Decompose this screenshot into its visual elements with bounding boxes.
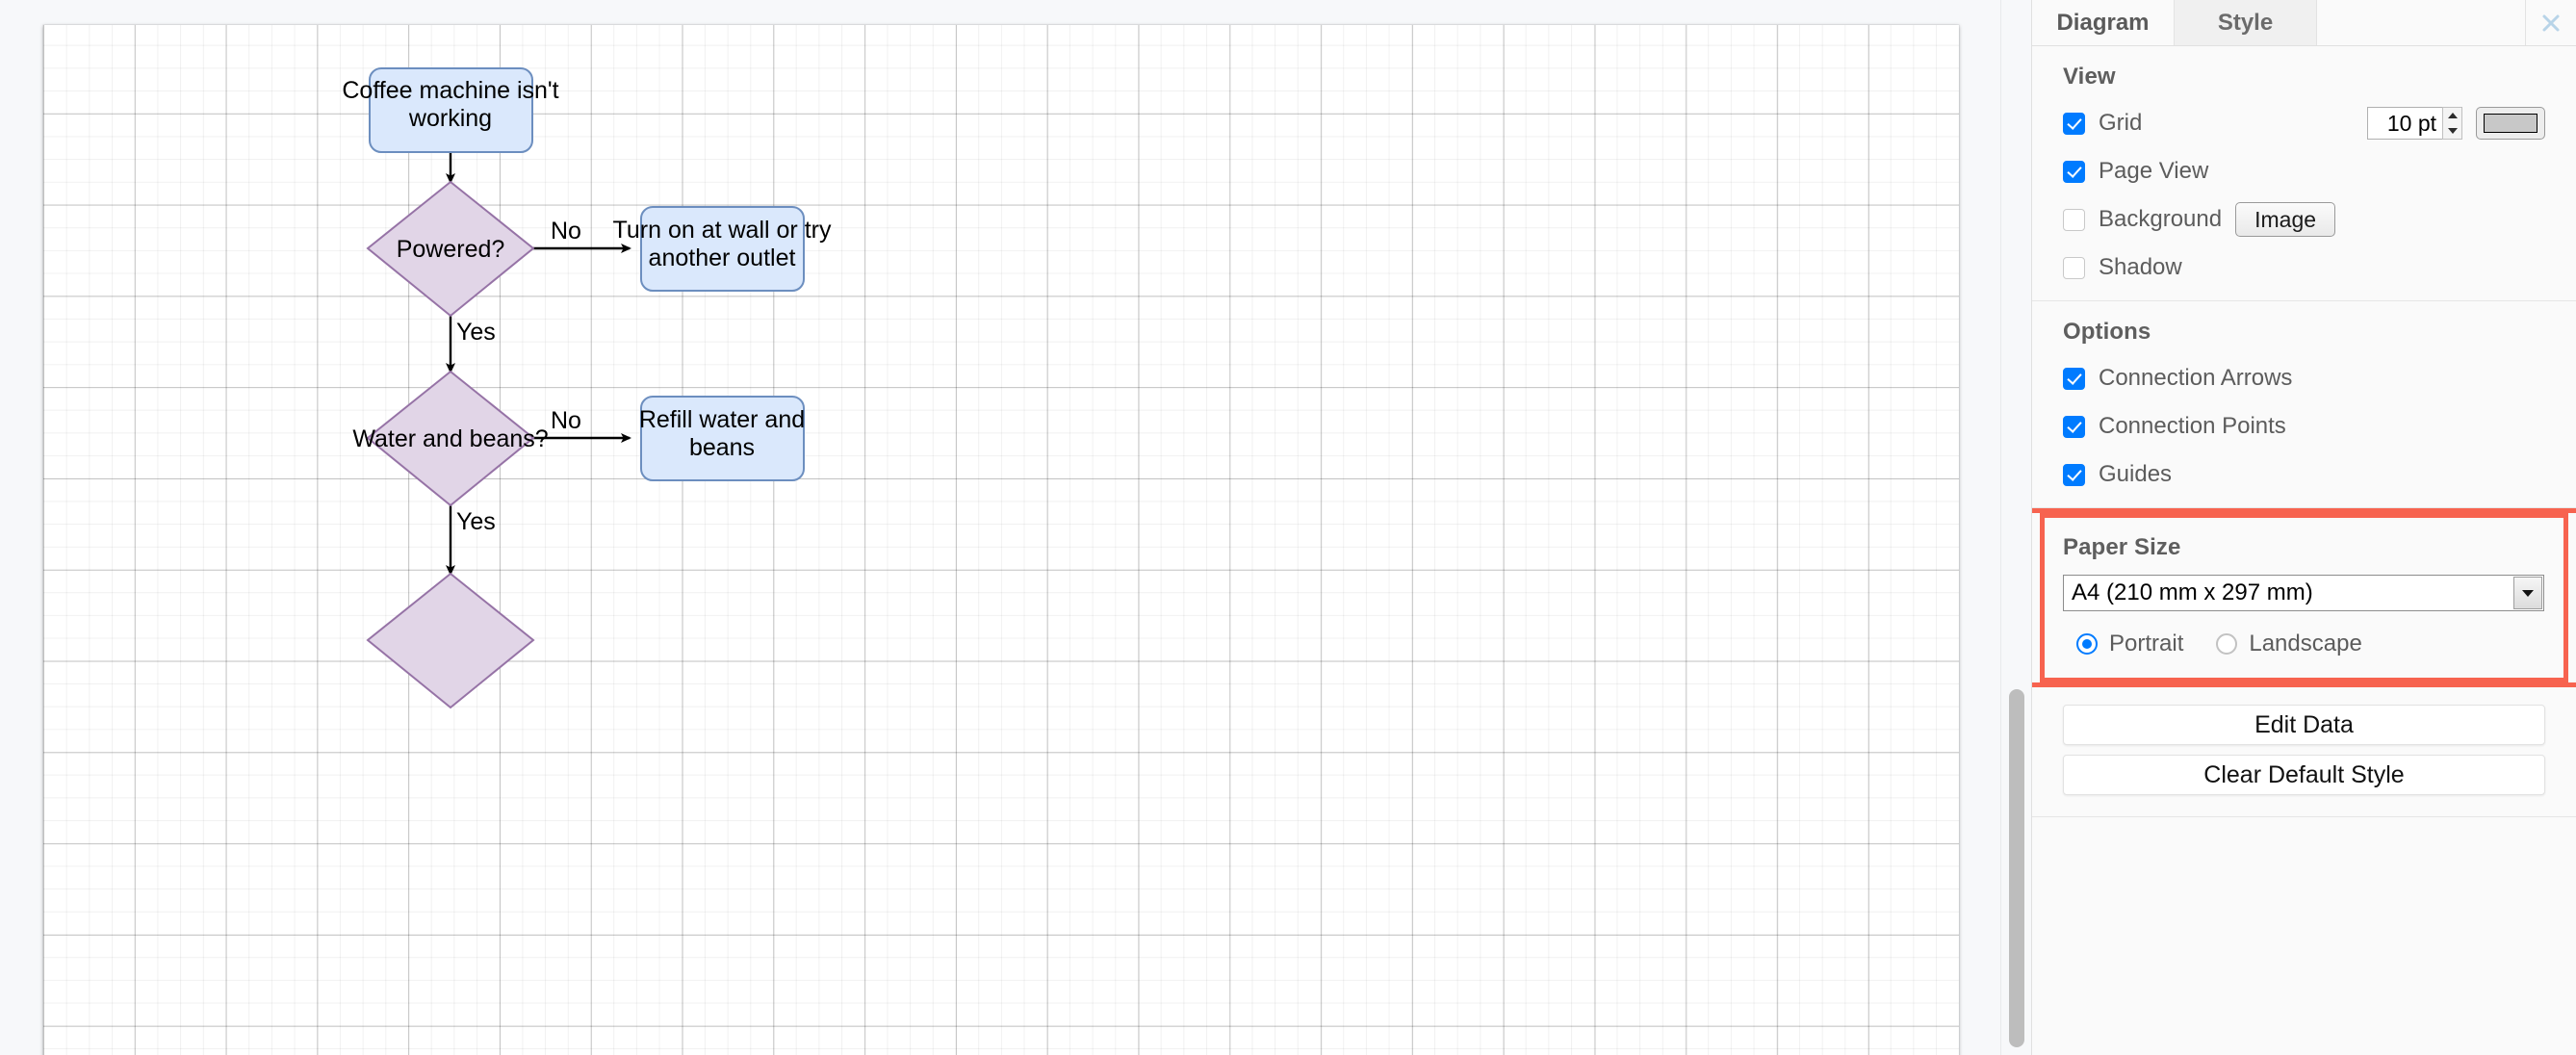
tab-style-label: Style: [2217, 9, 2274, 36]
node-turn-on[interactable]: Turn on at wall or try another outlet: [613, 206, 832, 292]
clear-default-style-button[interactable]: Clear Default Style: [2063, 755, 2545, 795]
tab-bar-filler: [2317, 0, 2526, 45]
grid-checkbox[interactable]: [2063, 112, 2085, 135]
background-image-button[interactable]: Image: [2235, 202, 2336, 237]
landscape-label: Landscape: [2249, 630, 2362, 656]
node-next-partial[interactable]: [366, 572, 535, 709]
node-start-line-2: working: [408, 105, 492, 132]
options-section-title: Options: [2063, 319, 2151, 345]
grid-size-decrement-icon[interactable]: [2443, 123, 2461, 139]
paper-size-section: Paper Size A4 (210 mm x 297 mm) Portrait…: [2032, 508, 2576, 687]
chevron-down-icon[interactable]: [2513, 577, 2542, 609]
tab-style[interactable]: Style: [2175, 0, 2317, 45]
close-icon[interactable]: [2526, 0, 2576, 45]
portrait-radio[interactable]: [2076, 633, 2098, 655]
row-connection-points: Connection Points: [2063, 407, 2545, 446]
row-grid: Grid 10 pt: [2063, 104, 2545, 142]
portrait-label: Portrait: [2109, 630, 2184, 656]
node-powered-label: Powered?: [397, 236, 505, 263]
orientation-radio-group: Portrait Landscape: [2063, 630, 2545, 657]
landscape-radio[interactable]: [2216, 633, 2238, 655]
flowchart-svg: No Yes No Yes Coffee machine is: [342, 67, 832, 709]
grid-size-spin-buttons[interactable]: [2442, 107, 2462, 140]
grid-color-swatch: [2484, 114, 2537, 133]
edge-water-to-refill[interactable]: No: [533, 407, 631, 443]
connection-points-checkbox[interactable]: [2063, 415, 2085, 438]
view-section-title: View: [2063, 64, 2116, 90]
format-panel: Diagram Style View Grid 10 pt: [2031, 0, 2576, 1055]
shadow-checkbox[interactable]: [2063, 256, 2085, 279]
paper-size-selected-value: A4 (210 mm x 297 mm): [2072, 579, 2313, 605]
page-sheet[interactable]: No Yes No Yes Coffee machine is: [43, 25, 1959, 1055]
guides-label: Guides: [2099, 461, 2173, 487]
guides-checkbox[interactable]: [2063, 463, 2085, 486]
edge-powered-to-water[interactable]: Yes: [446, 316, 496, 373]
node-start-line-1: Coffee machine isn't: [342, 77, 558, 104]
node-turn-on-line-2: another outlet: [649, 244, 796, 271]
edge-powered-to-turn-on[interactable]: No: [533, 218, 631, 253]
options-section: Options Connection Arrows Connection Poi…: [2032, 301, 2576, 508]
node-start[interactable]: Coffee machine isn't working: [342, 67, 559, 153]
row-background: Background Image: [2063, 200, 2545, 239]
grid-size-input[interactable]: 10 pt: [2367, 107, 2442, 140]
node-powered[interactable]: Powered?: [366, 180, 535, 318]
canvas-scrollbar-thumb[interactable]: [2009, 689, 2024, 1047]
action-buttons-section: Edit Data Clear Default Style: [2032, 687, 2576, 817]
format-tab-bar: Diagram Style: [2032, 0, 2576, 46]
paper-size-title: Paper Size: [2063, 534, 2181, 560]
node-refill-line-1: Refill water and: [639, 406, 805, 433]
tab-diagram-label: Diagram: [2056, 9, 2150, 36]
connection-arrows-label: Connection Arrows: [2099, 365, 2293, 391]
paper-size-select[interactable]: A4 (210 mm x 297 mm): [2063, 575, 2544, 611]
row-page-view: Page View: [2063, 152, 2545, 191]
grid-color-swatch-button[interactable]: [2476, 107, 2545, 140]
edge-label-yes-1: Yes: [456, 319, 496, 346]
edge-label-no-1: No: [551, 218, 581, 244]
row-connection-arrows: Connection Arrows: [2063, 359, 2545, 398]
edge-water-to-next[interactable]: Yes: [446, 505, 496, 576]
background-checkbox[interactable]: [2063, 208, 2085, 231]
grid-label: Grid: [2099, 110, 2143, 136]
grid-size-stepper[interactable]: 10 pt: [2367, 107, 2462, 140]
connection-arrows-checkbox[interactable]: [2063, 367, 2085, 390]
page-view-checkbox[interactable]: [2063, 160, 2085, 183]
tab-diagram[interactable]: Diagram: [2032, 0, 2175, 45]
shadow-label: Shadow: [2099, 254, 2182, 280]
page-view-label: Page View: [2099, 158, 2209, 184]
view-section: View Grid 10 pt Page View: [2032, 46, 2576, 301]
grid-size-increment-icon[interactable]: [2443, 108, 2461, 123]
row-guides: Guides: [2063, 455, 2545, 494]
node-refill[interactable]: Refill water and beans: [639, 396, 805, 481]
node-refill-line-2: beans: [689, 434, 755, 461]
node-water-label: Water and beans?: [352, 425, 548, 452]
node-water[interactable]: Water and beans?: [352, 370, 549, 507]
node-turn-on-line-1: Turn on at wall or try: [613, 217, 832, 244]
connection-points-label: Connection Points: [2099, 413, 2286, 439]
background-label: Background: [2099, 206, 2223, 232]
diagram-canvas[interactable]: No Yes No Yes Coffee machine is: [0, 0, 2031, 1055]
edge-label-yes-2: Yes: [456, 508, 496, 535]
edge-label-no-2: No: [551, 407, 581, 434]
edit-data-button[interactable]: Edit Data: [2063, 705, 2545, 745]
canvas-vertical-scrollbar[interactable]: [2000, 0, 2029, 1055]
row-shadow: Shadow: [2063, 248, 2545, 287]
